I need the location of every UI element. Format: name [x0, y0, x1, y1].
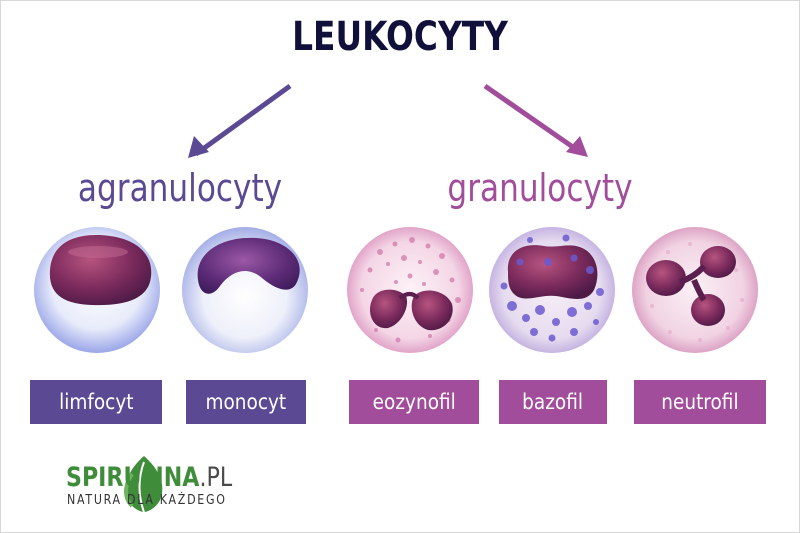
arrowhead-granulocyty — [566, 136, 588, 157]
group-label-granulocyty: granulocyty — [447, 166, 633, 210]
label-eozynofil: eozynofil — [349, 380, 479, 424]
leaf-icon — [124, 456, 163, 513]
arrow-to-granulocyty — [483, 83, 582, 155]
arrowhead-agranulocyty — [188, 136, 209, 158]
limfocyt-cell — [34, 227, 160, 353]
arrow-to-agranulocyty — [194, 83, 292, 157]
brand-name: SPIRULINA.PL — [66, 462, 233, 493]
diagram-title: LEUKOCYTY — [292, 14, 508, 60]
monocyt-cell — [182, 227, 308, 353]
group-label-agranulocyty: agranulocyty — [77, 166, 283, 210]
label-monocyt: monocyt — [186, 380, 306, 424]
label-neutrofil: neutrofil — [634, 380, 766, 424]
label-limfocyt: limfocyt — [30, 380, 162, 424]
brand-tagline: NATURA DLA KAŻDEGO — [67, 493, 227, 508]
neutrofil-cell — [632, 227, 758, 353]
eozynofil-cell — [347, 227, 473, 353]
label-bazofil: bazofil — [499, 380, 607, 424]
bazofil-cell — [489, 227, 615, 353]
